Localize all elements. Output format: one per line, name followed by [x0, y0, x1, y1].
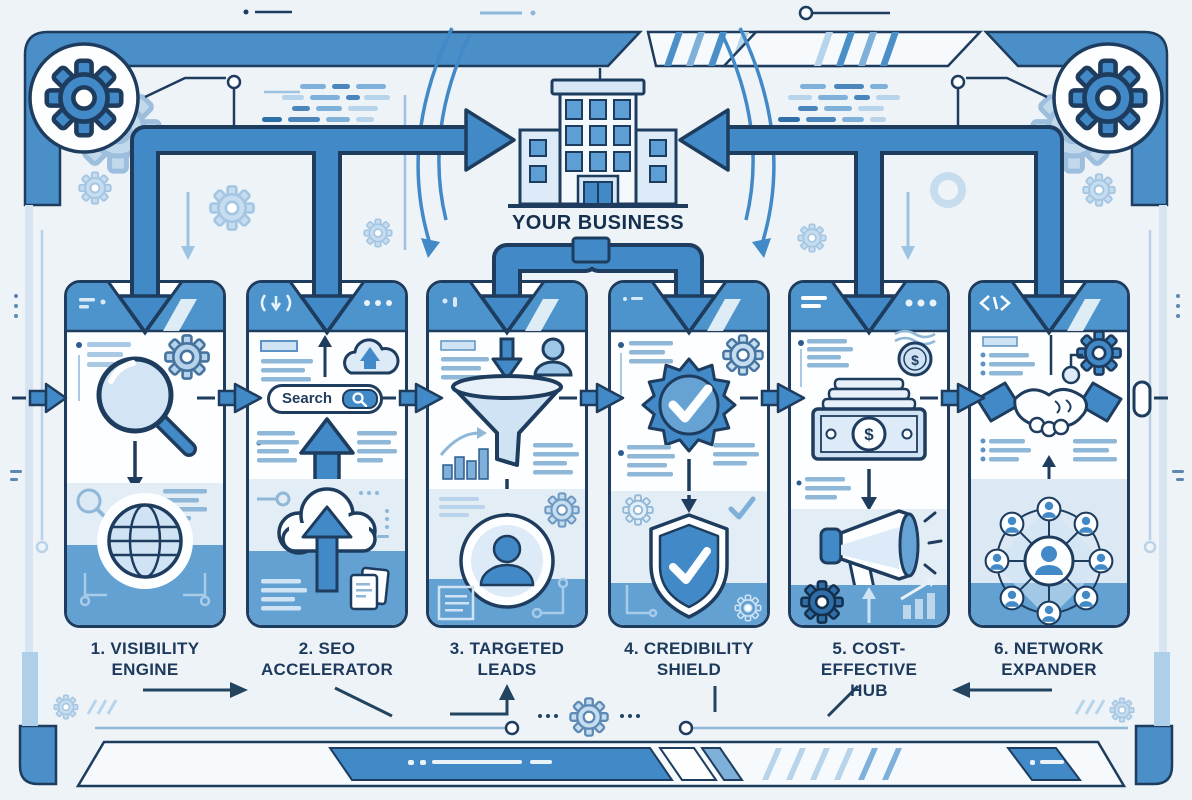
text-lines-decoration [796, 477, 851, 500]
search-input-value: Search [282, 390, 333, 407]
business-label: YOUR BUSINESS [511, 212, 685, 234]
panel-cost-effective-hub: $ $ [788, 280, 950, 628]
down-arrow [861, 469, 877, 511]
building-icon [508, 68, 688, 208]
ring-decoration [930, 172, 966, 208]
badge-check-icon [641, 357, 737, 453]
search-button[interactable] [342, 389, 378, 409]
label-line: SHIELD [656, 660, 722, 679]
up-arrow-light [862, 587, 876, 623]
text-lines-decoration [980, 336, 1035, 376]
label-line: ENGINE [111, 660, 179, 679]
network-icon [984, 496, 1114, 625]
text-lines-decoration [618, 443, 759, 477]
document-icon [349, 566, 390, 611]
blue-down-arrow [491, 337, 523, 381]
frame-top-right [721, 30, 1169, 655]
label-cost-effective-hub: 5. COST-EFFECTIVE HUB [788, 638, 950, 701]
funnel-icon [451, 374, 563, 467]
pipe-arrowheads [117, 108, 1077, 334]
code-lines-left [262, 84, 390, 122]
search-input[interactable]: Search [267, 384, 383, 414]
magnifier-icon [96, 356, 197, 457]
panel-seo-accelerator [246, 280, 408, 628]
label-seo-accelerator: 2. SEO ACCELERATOR [246, 638, 408, 680]
panel-network-expander [968, 280, 1130, 628]
code-lines-right [778, 84, 900, 122]
label-targeted-leads: 3. TARGETED LEADS [426, 638, 588, 680]
person-circle-icon [459, 513, 555, 609]
globe-icon [97, 493, 193, 589]
label-line: 6. NETWORK [994, 639, 1104, 658]
svg-text:$: $ [864, 425, 874, 444]
corner-gear-top-right [1033, 42, 1164, 171]
code-parentheses-icon [260, 294, 292, 312]
footer-brackets [79, 573, 211, 607]
label-line: ACCELERATOR [260, 660, 394, 679]
shield-check-icon [649, 513, 729, 619]
label-line: 4. CREDIBILITY [624, 639, 754, 658]
text-lines-decoration [980, 438, 1117, 462]
label-line: HUB [850, 681, 888, 700]
text-lines-decoration [76, 342, 131, 401]
frame-bottom [18, 652, 1174, 788]
svg-text:$: $ [911, 352, 919, 368]
label-line: LEADS [477, 660, 537, 679]
label-visibility-engine: 1. VISIBILITY ENGINE [64, 638, 226, 680]
inter-panel-arrows [12, 380, 1168, 418]
person-icon [533, 337, 573, 377]
text-lines-decoration [261, 579, 307, 611]
arrowhead-to-business-left [464, 108, 516, 172]
panel-visibility-engine [64, 280, 226, 628]
node-line-decoration [257, 491, 389, 538]
footer-brackets [625, 585, 658, 618]
check-icon [728, 496, 756, 520]
arrowhead-to-business-right [678, 108, 730, 172]
label-line: 1. VISIBILITY [90, 639, 200, 658]
label-line: 5. COST-EFFECTIVE [820, 639, 918, 679]
footer-brackets [531, 577, 569, 619]
corner-gear-top-left [28, 42, 159, 171]
document-lines-icon [437, 585, 475, 621]
label-line: EXPANDER [1001, 660, 1097, 679]
code-icon [979, 295, 1011, 311]
label-line: 2. SEO [298, 639, 356, 658]
panel-targeted-leads [426, 280, 588, 628]
text-lines-decoration [798, 339, 853, 387]
handshake-icon [975, 381, 1123, 438]
small-up-arrow [318, 335, 332, 377]
text-lines-decoration [533, 443, 579, 475]
dashed-drop-arrows [181, 192, 915, 260]
text-lines-decoration [618, 341, 673, 395]
label-row-decor [53, 682, 1135, 737]
cloud-upload-icon [343, 338, 400, 375]
label-credibility-shield: 4. CREDIBILITY SHIELD [608, 638, 770, 680]
label-line: 3. TARGETED [449, 639, 565, 658]
pipes [134, 129, 1060, 300]
search-icon [352, 392, 368, 407]
text-lines-decoration [256, 431, 397, 463]
label-network-expander: 6. NETWORK EXPANDER [968, 638, 1130, 680]
money-bill-icon: $ [811, 377, 927, 461]
text-lines-decoration [260, 340, 313, 382]
menu-icon [801, 296, 827, 300]
connector-node [1061, 353, 1083, 385]
text-lines-decoration [439, 497, 485, 517]
cloud-upload-big-icon [277, 487, 377, 593]
coin-icon: $ [894, 329, 936, 377]
chart-up-icon [900, 577, 937, 619]
bar-chart-icon [439, 427, 489, 480]
pipe-stem [571, 236, 611, 264]
